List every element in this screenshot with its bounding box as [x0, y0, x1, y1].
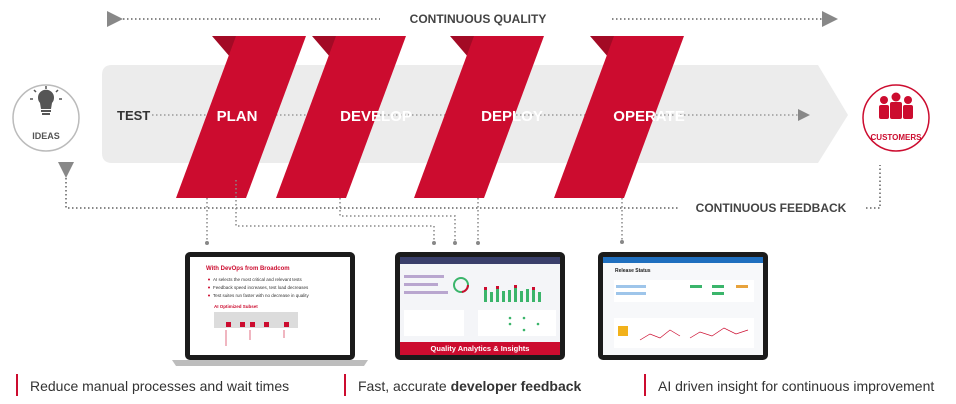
people-icon — [879, 92, 913, 119]
laptop-1: With DevOps from Broadcom AI selects the… — [172, 252, 368, 366]
laptop-connectors — [206, 180, 623, 242]
ideas-badge: IDEAS — [12, 84, 80, 152]
continuous-feedback-label: CONTINUOUS FEEDBACK — [696, 201, 847, 215]
continuous-feedback-arrow — [58, 162, 881, 209]
caption-2: Fast, accurate developer feedback — [343, 374, 582, 396]
caption-2-plain: Fast, accurate — [358, 378, 451, 394]
continuous-quality-label: CONTINUOUS QUALITY — [410, 12, 547, 26]
screen1-bullet-2: Feedback speed increases, test load decr… — [213, 285, 309, 290]
stage-operate-label: OPERATE — [613, 108, 684, 125]
caption-2-bold: developer feedback — [450, 378, 582, 394]
caption-1: Reduce manual processes and wait times — [15, 374, 290, 396]
ribbon-operate — [554, 36, 684, 198]
screen1-subtitle: AI Optimized Subset — [214, 304, 258, 309]
laptop-2: Quality Analytics & Insights — [395, 252, 565, 360]
ideas-label: IDEAS — [32, 131, 60, 141]
screen1-title: With DevOps from Broadcom — [206, 266, 290, 272]
stage-test-label: TEST — [117, 108, 150, 123]
screen1-bullet-1: AI selects the most critical and relevan… — [213, 277, 303, 282]
customers-badge: CUSTOMERS — [862, 84, 930, 152]
stage-develop-label: DEVELOP — [340, 108, 412, 125]
screen1-bullet-3: Test suites run faster with no decrease … — [213, 293, 310, 298]
screen3-title: Release Status — [615, 268, 651, 274]
customers-label: CUSTOMERS — [871, 133, 923, 142]
screen2-banner: Quality Analytics & Insights — [431, 344, 530, 353]
stage-plan-label: PLAN — [217, 108, 258, 125]
stage-deploy-label: DEPLOY — [481, 108, 543, 125]
ribbon-plan — [176, 36, 306, 198]
test-grid — [214, 312, 298, 328]
ribbon-develop — [276, 36, 406, 198]
caption-3: AI driven insight for continuous improve… — [643, 374, 935, 396]
ribbon-deploy — [414, 36, 544, 198]
laptop-3: Release Status — [598, 252, 768, 360]
lightbulb-icon — [30, 86, 62, 115]
